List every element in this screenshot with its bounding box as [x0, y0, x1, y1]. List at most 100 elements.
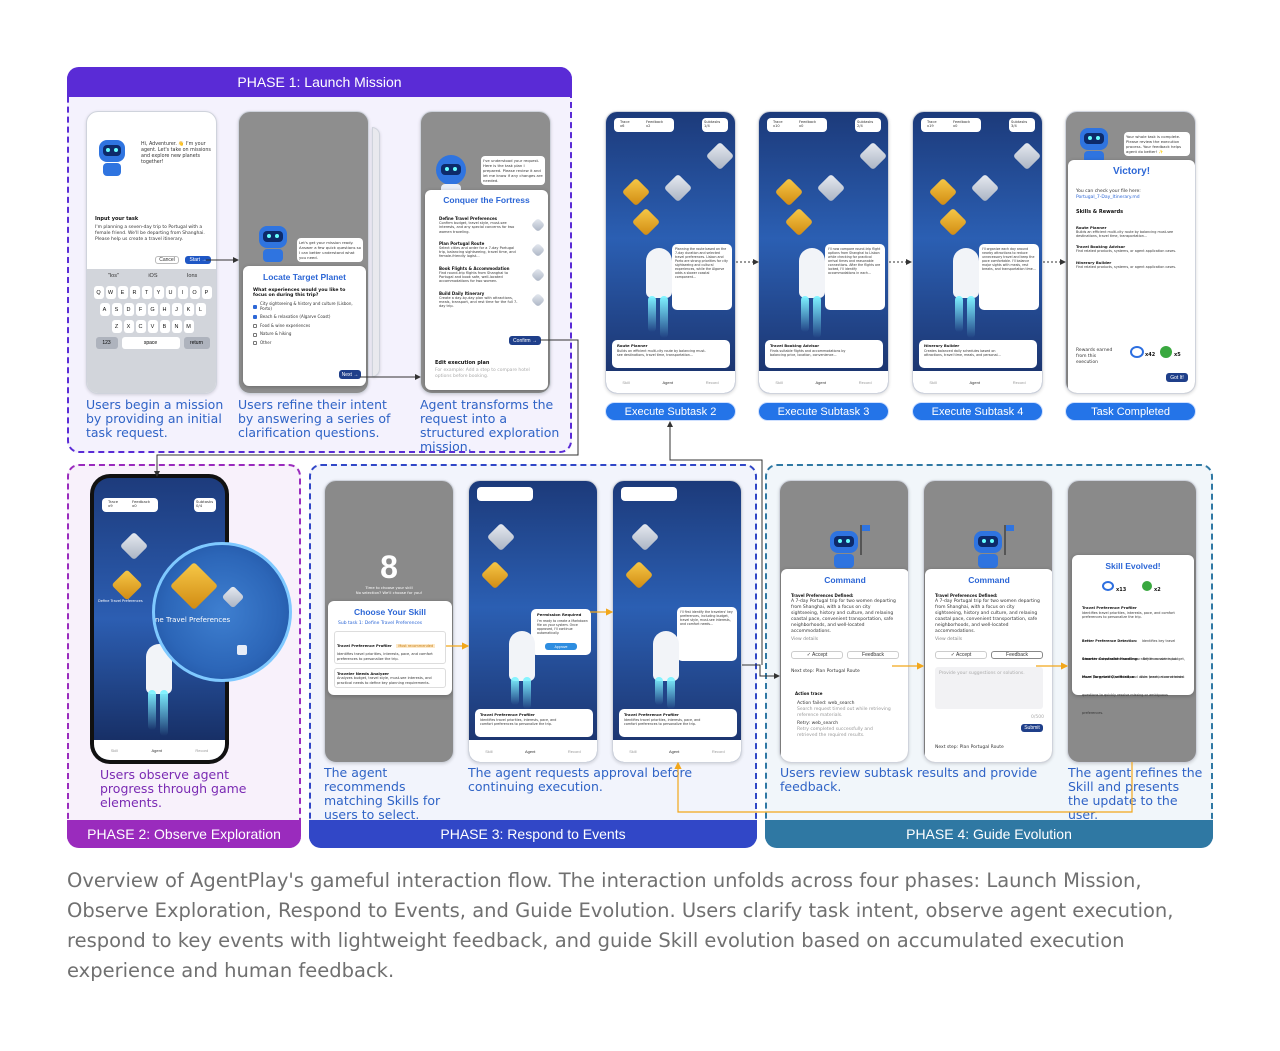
kb-key[interactable]: D [123, 303, 134, 316]
victory-skill-desc: Find related products, systems, or agent… [1076, 264, 1177, 269]
kb-key[interactable]: C [135, 320, 146, 333]
nav-agent[interactable]: Agent [524, 748, 536, 754]
task-input-box[interactable]: Input your task I'm planning a seven-day… [95, 216, 211, 262]
clarify-option[interactable]: Food & wine experiences [253, 323, 366, 329]
kb-key[interactable]: O [189, 286, 200, 299]
option-label: Beach & relaxation (Algarve Coast) [260, 314, 331, 320]
got-it-button[interactable]: Got It! [1166, 373, 1188, 382]
nav-agent[interactable]: Agent [662, 379, 673, 385]
kb-suggestion-1[interactable]: "Ios" [107, 273, 119, 279]
nav-skill[interactable]: Skill [629, 748, 637, 754]
nav-record[interactable]: Record [195, 747, 209, 753]
subtask-button[interactable]: Task Completed [1065, 402, 1196, 421]
kb-key[interactable]: G [147, 303, 158, 316]
update-1-title: Better Preference Detection: [1082, 639, 1138, 643]
accept-button[interactable]: ✓ Accept [935, 651, 987, 659]
kb-key[interactable]: T [141, 286, 152, 299]
kb-key[interactable]: Q [93, 286, 104, 299]
screen-permission: Permission Required I'm ready to create … [468, 480, 598, 763]
nav-skill[interactable]: Skill [485, 748, 493, 754]
thinking-card: I'll organize each day around nearby att… [979, 244, 1039, 310]
nav-skill[interactable]: Skill [110, 747, 119, 753]
kb-key[interactable]: I [177, 286, 188, 299]
rocket-flame [813, 296, 821, 338]
option-checkbox[interactable] [253, 324, 257, 329]
view-details-link[interactable]: View details [935, 637, 963, 642]
kb-key[interactable]: M [183, 320, 194, 333]
victory-section-label: Skills & Rewards [1076, 209, 1124, 215]
feedback-button[interactable]: Feedback [991, 651, 1043, 659]
approve-button[interactable]: Approve [545, 643, 577, 650]
feedback-textarea[interactable]: Provide your suggestions or solutions. [935, 667, 1043, 709]
option-checkbox[interactable] [253, 304, 257, 309]
kb-key[interactable]: S [111, 303, 122, 316]
clarify-option[interactable]: Beach & relaxation (Algarve Coast) [253, 315, 366, 320]
nav-skill[interactable]: Skill [622, 379, 630, 385]
kb-key[interactable]: A [99, 303, 110, 316]
kb-key[interactable]: F [135, 303, 146, 316]
hud-feedback: Feedback x2 [646, 120, 664, 128]
nav-agent[interactable]: Agent [815, 379, 826, 385]
nav-record[interactable]: Record [567, 748, 581, 754]
subtask-button[interactable]: Execute Subtask 4 [912, 402, 1043, 421]
kb-key[interactable]: Z [111, 320, 122, 333]
next-button[interactable]: Next → [339, 370, 361, 379]
kb-suggestion-2[interactable]: iOS [148, 273, 158, 279]
clarify-option[interactable]: Nature & hiking [253, 332, 366, 337]
skill-option-a[interactable]: Travel Preference Profiler Most recommen… [334, 631, 446, 664]
kb-suggestion-3[interactable]: Ions [186, 273, 198, 279]
rewards-label: Rewards earned from this execution [1076, 348, 1113, 365]
cancel-button[interactable]: Cancel [155, 256, 179, 264]
view-details-link[interactable]: View details [791, 637, 819, 642]
kb-key[interactable]: H [159, 303, 170, 316]
kb-key[interactable]: P [201, 286, 212, 299]
hud-trace: Trace x19 [927, 120, 937, 128]
observe-trace-hud [102, 498, 158, 512]
kb-123-key[interactable]: 123 [95, 337, 118, 349]
kb-space-key[interactable]: space [121, 337, 180, 349]
nav-skill[interactable]: Skill [775, 379, 783, 385]
kb-key[interactable]: R [129, 286, 140, 299]
subtask-button[interactable]: Execute Subtask 2 [605, 402, 736, 421]
kb-key[interactable]: X [123, 320, 134, 333]
accept-button[interactable]: ✓ Accept [791, 651, 843, 659]
nav-record[interactable]: Record [858, 379, 872, 385]
kb-key[interactable]: E [117, 286, 128, 299]
kb-key[interactable]: Y [153, 286, 164, 299]
kb-return-key[interactable]: return [183, 337, 210, 349]
start-button[interactable]: Start → [185, 256, 211, 264]
kb-key[interactable]: U [165, 286, 176, 299]
confirm-button[interactable]: Confirm → [509, 336, 541, 345]
kb-key[interactable]: J [171, 303, 182, 316]
nav-agent[interactable]: Agent [668, 748, 680, 754]
kb-key[interactable]: B [159, 320, 170, 333]
nav-agent[interactable]: Agent [151, 747, 162, 753]
victory-file-link[interactable]: Portugal_7-Day_Itinerary.md [1076, 195, 1140, 200]
victory-skill-title: Travel Booking Advisor [1076, 244, 1126, 250]
subtask-button[interactable]: Execute Subtask 3 [758, 402, 889, 421]
nav-record[interactable]: Record [711, 748, 725, 754]
kb-key[interactable]: L [195, 303, 206, 316]
option-checkbox[interactable] [253, 315, 257, 320]
nav-skill[interactable]: Skill [929, 379, 937, 385]
nav-record[interactable]: Record [1012, 379, 1026, 385]
submit-button[interactable]: Submit [1021, 724, 1043, 732]
hud-trace-feedback [614, 118, 674, 132]
option-checkbox[interactable] [253, 341, 257, 346]
nav-record[interactable]: Record [705, 379, 719, 385]
nav-agent[interactable]: Agent [969, 379, 980, 385]
edit-plan-input[interactable]: For example: Add a step to compare hotel… [435, 368, 530, 379]
kb-key[interactable]: N [171, 320, 182, 333]
hud-subtasks [702, 118, 728, 132]
kb-key[interactable]: V [147, 320, 158, 333]
option-checkbox[interactable] [253, 332, 257, 337]
skill-option-b[interactable]: Traveler Needs Analyzer Analyzes budget,… [334, 668, 446, 688]
hud-subtasks: Subtasks 2/4 [857, 120, 874, 128]
kb-key[interactable]: W [105, 286, 116, 299]
clarify-option[interactable]: Other [253, 340, 366, 346]
clarify-option[interactable]: City sightseeing & history and culture (… [253, 301, 366, 311]
kb-key[interactable]: K [183, 303, 194, 316]
feedback-button[interactable]: Feedback [847, 651, 899, 659]
rocket-flame [160, 690, 168, 736]
